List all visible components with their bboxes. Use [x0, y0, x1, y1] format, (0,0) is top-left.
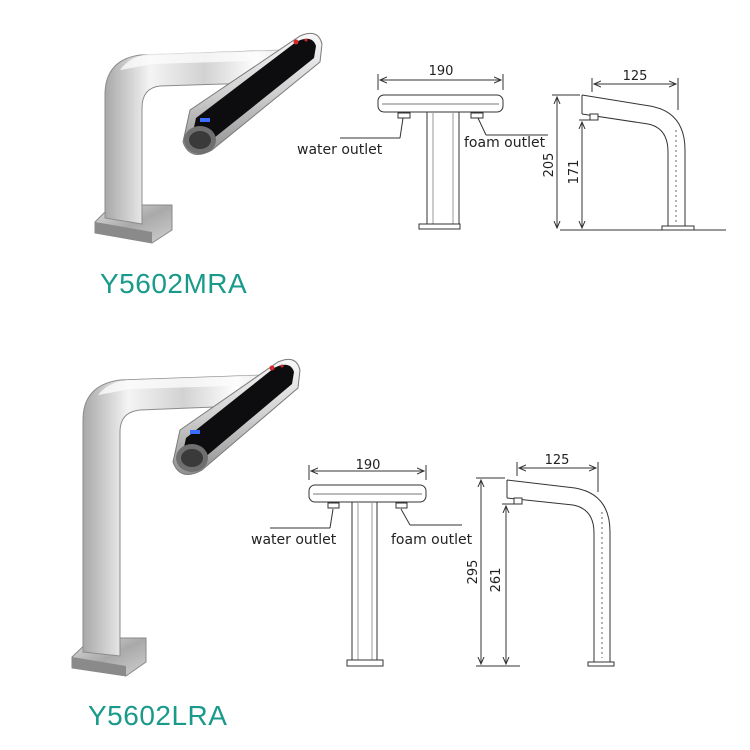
- indicator-blue-icon: [200, 118, 210, 122]
- foam-outlet-label: foam outlet: [464, 135, 546, 151]
- water-outlet-label: water outlet: [297, 142, 383, 158]
- outlet-height-label: 261: [489, 568, 504, 593]
- water-outlet-label: water outlet: [251, 532, 337, 548]
- front-view-top: [340, 74, 548, 230]
- faucet-photo-top: [94, 32, 323, 244]
- side-view-bottom: [476, 462, 615, 667]
- side-view-top: [552, 78, 726, 231]
- total-height-label: 295: [466, 560, 481, 585]
- total-height-label: 205: [542, 153, 557, 178]
- indicator-red-icon: [293, 39, 299, 45]
- reach-label: 125: [623, 69, 648, 84]
- model-name-bottom: Y5602LRA: [88, 700, 228, 731]
- front-view-bottom: [270, 465, 462, 667]
- faucet-photo-bottom: [71, 358, 301, 677]
- outlet-height-label: 171: [567, 160, 582, 185]
- indicator-blue-icon: [190, 430, 200, 434]
- front-width-label: 190: [356, 458, 381, 473]
- foam-outlet-label: foam outlet: [391, 532, 473, 548]
- touch-panel-top: [193, 38, 316, 142]
- model-name-top: Y5602MRA: [100, 268, 248, 299]
- reach-label: 125: [545, 453, 570, 468]
- front-width-label: 190: [429, 64, 454, 79]
- touch-panel-bottom: [183, 364, 294, 462]
- indicator-red-icon: [269, 365, 275, 371]
